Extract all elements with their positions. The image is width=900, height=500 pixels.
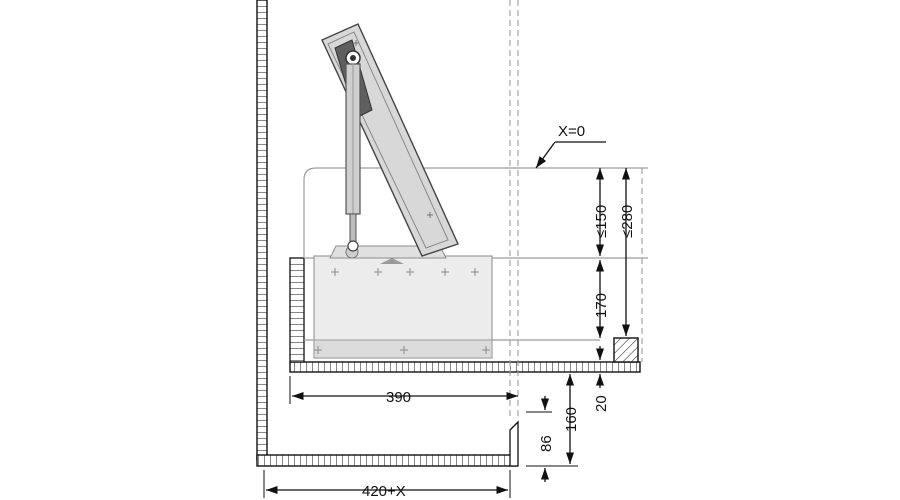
front-plane-dashed — [509, 0, 519, 420]
dimension-170: 170 — [593, 260, 610, 338]
dim-20-label: 20 — [593, 395, 610, 412]
gas-spring — [345, 63, 361, 252]
x-zero-label: X=0 — [558, 123, 585, 140]
dim-max-150-label: ≤150 — [593, 205, 610, 238]
shelf-board — [289, 257, 641, 373]
dimension-max-150: ≤150 — [593, 168, 610, 256]
dimension-max-280: ≤280 — [619, 168, 636, 336]
dimension-20: 20 — [593, 346, 610, 412]
dimension-86: 86 — [538, 396, 555, 482]
dim-390-label: 390 — [386, 389, 411, 406]
dim-160-label: 160 — [563, 407, 580, 432]
x-zero-label-group: X=0 — [535, 123, 606, 169]
dim-max-280-label: ≤280 — [619, 205, 636, 238]
dim-170-label: 170 — [593, 293, 610, 318]
front-stop-block — [613, 337, 639, 363]
cabinet-front-lip — [509, 420, 519, 467]
dimension-160: 160 — [563, 374, 580, 464]
dimension-390: 390 — [289, 376, 518, 406]
dimension-420-plus-x: 420+X — [263, 470, 511, 500]
dim-86-label: 86 — [538, 435, 555, 452]
cabinet-side-wall — [256, 0, 268, 461]
extension-lines-bottom — [522, 371, 612, 467]
drawer-box — [313, 255, 493, 359]
lift-arm — [321, 23, 459, 257]
dim-420-plus-x-label: 420+X — [362, 483, 406, 500]
cabinet-bottom-panel — [256, 454, 518, 467]
